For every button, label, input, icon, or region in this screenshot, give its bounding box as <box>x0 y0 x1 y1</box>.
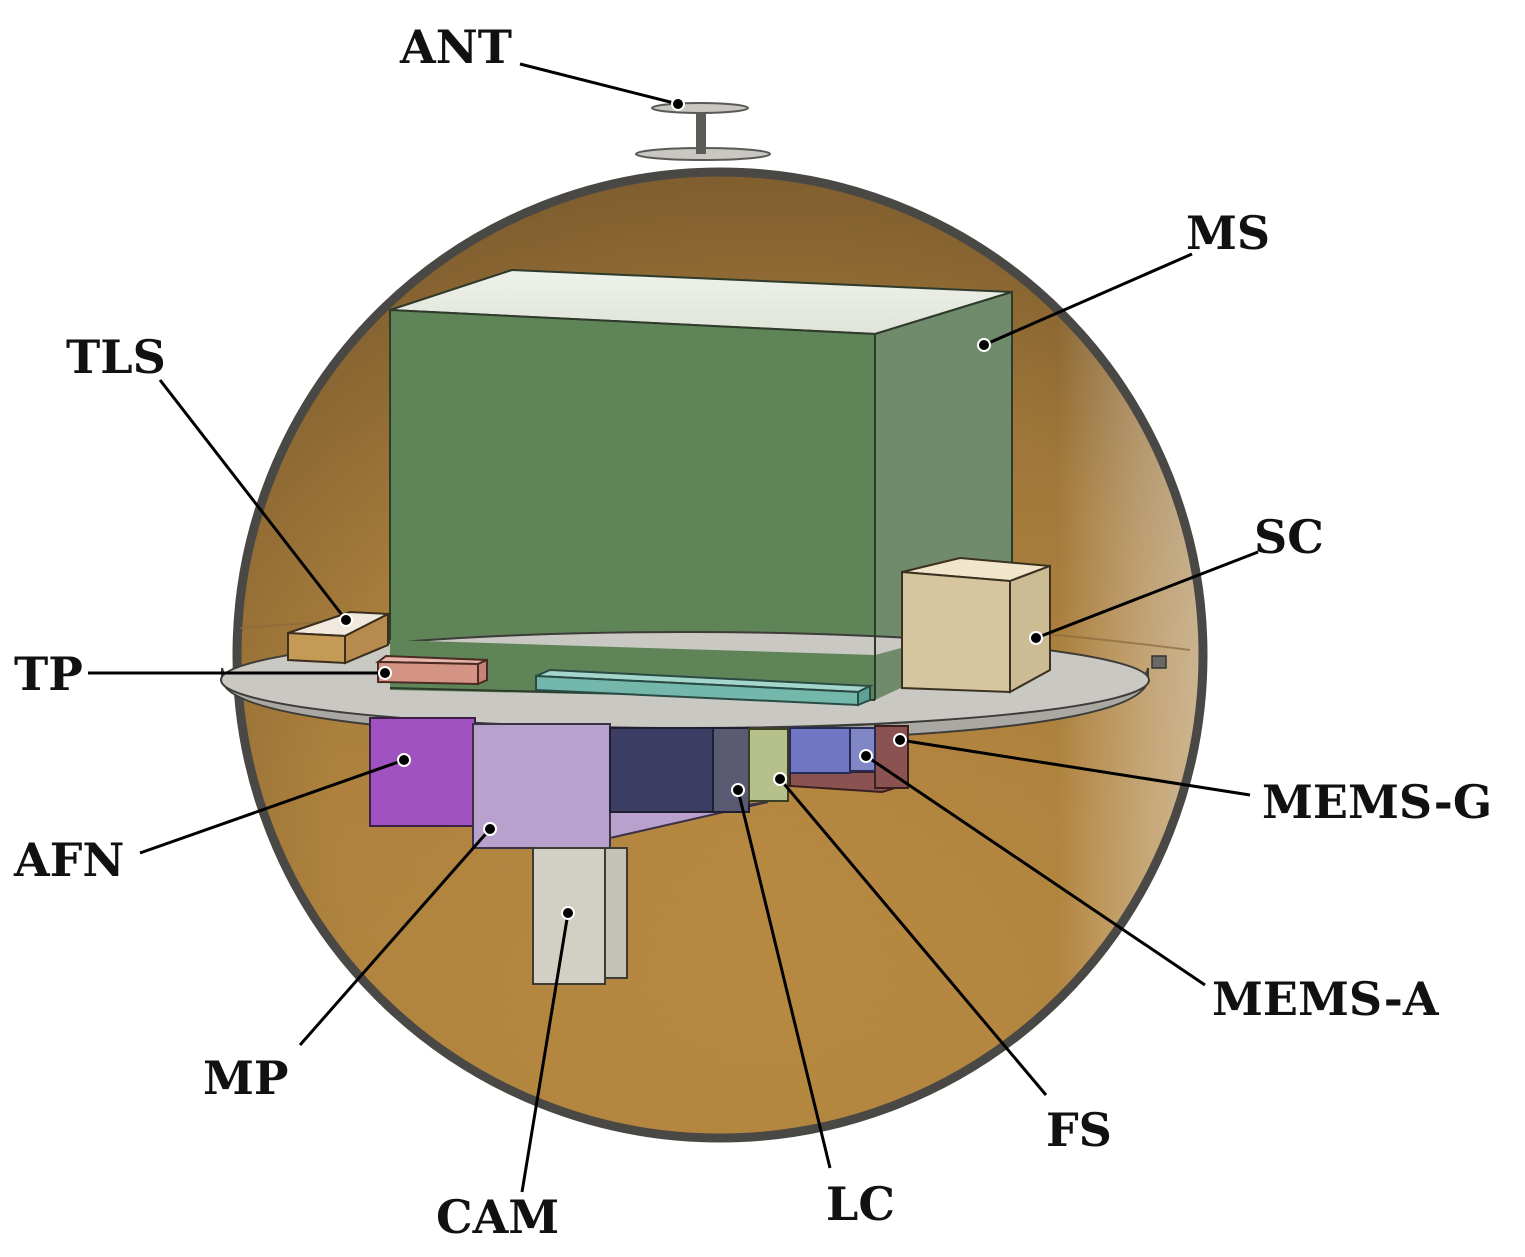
leader-mp <box>298 828 492 1046</box>
dot-tp <box>378 666 392 680</box>
dot-cam <box>561 906 575 920</box>
rail-block <box>535 668 874 707</box>
dot-tls <box>339 613 353 627</box>
label-afn: AFN <box>13 833 124 887</box>
fs-block <box>748 728 789 802</box>
leader-ms <box>983 252 1193 347</box>
antenna-disc <box>651 102 749 114</box>
antenna <box>635 102 771 161</box>
leader-mems-g <box>899 738 1251 797</box>
under-platform <box>369 717 909 985</box>
sc-front <box>901 570 1011 694</box>
label-mems-a: MEMS-A <box>1212 972 1440 1026</box>
mems-a-side <box>849 727 876 772</box>
dot-mems-g <box>893 733 907 747</box>
label-fs: FS <box>1046 1103 1112 1157</box>
label-lc: LC <box>826 1177 895 1231</box>
tp-front <box>377 660 479 686</box>
label-ms: MS <box>1186 206 1270 260</box>
leader-afn <box>139 758 405 855</box>
label-ant: ANT <box>399 20 512 74</box>
lc-side-block <box>712 727 750 813</box>
leader-mems-a <box>865 754 1206 987</box>
mems-a-block <box>789 727 851 774</box>
shell-rim <box>232 167 1208 1143</box>
label-tp: TP <box>14 647 83 701</box>
label-sc: SC <box>1254 510 1324 564</box>
leader-dots <box>339 97 1043 920</box>
leader-ant <box>519 62 679 106</box>
leader-sc <box>1035 550 1259 640</box>
labels: ANT MS TLS SC TP AFN MEMS-G MEMS-A MP FS… <box>13 20 1492 1244</box>
leader-tls <box>158 379 348 621</box>
antenna-mast <box>696 109 706 154</box>
dot-mems-a <box>859 749 873 763</box>
dot-sc <box>1029 631 1043 645</box>
hinge <box>1151 655 1167 669</box>
sc-block <box>901 556 1051 694</box>
dot-ant <box>671 97 685 111</box>
leader-cam <box>520 912 570 1193</box>
tls-block <box>287 610 392 665</box>
lc-block <box>609 727 714 813</box>
dot-mp <box>483 822 497 836</box>
label-cam: CAM <box>436 1190 559 1244</box>
tp-side <box>477 658 488 686</box>
sc-side <box>1009 564 1051 694</box>
cam-side <box>604 847 628 979</box>
label-tls: TLS <box>66 330 166 384</box>
dot-afn <box>397 753 411 767</box>
rail-side <box>857 684 871 707</box>
afn-block <box>369 717 476 827</box>
leaders <box>88 62 1259 1193</box>
label-mp: MP <box>203 1051 289 1105</box>
dot-lc <box>731 783 745 797</box>
tp-block <box>375 654 488 686</box>
tls-front <box>287 631 346 665</box>
leader-lc <box>736 789 832 1169</box>
dot-ms <box>977 338 991 352</box>
leader-fs <box>778 778 1048 1096</box>
dot-fs <box>773 772 787 786</box>
label-mems-g: MEMS-G <box>1262 775 1492 829</box>
